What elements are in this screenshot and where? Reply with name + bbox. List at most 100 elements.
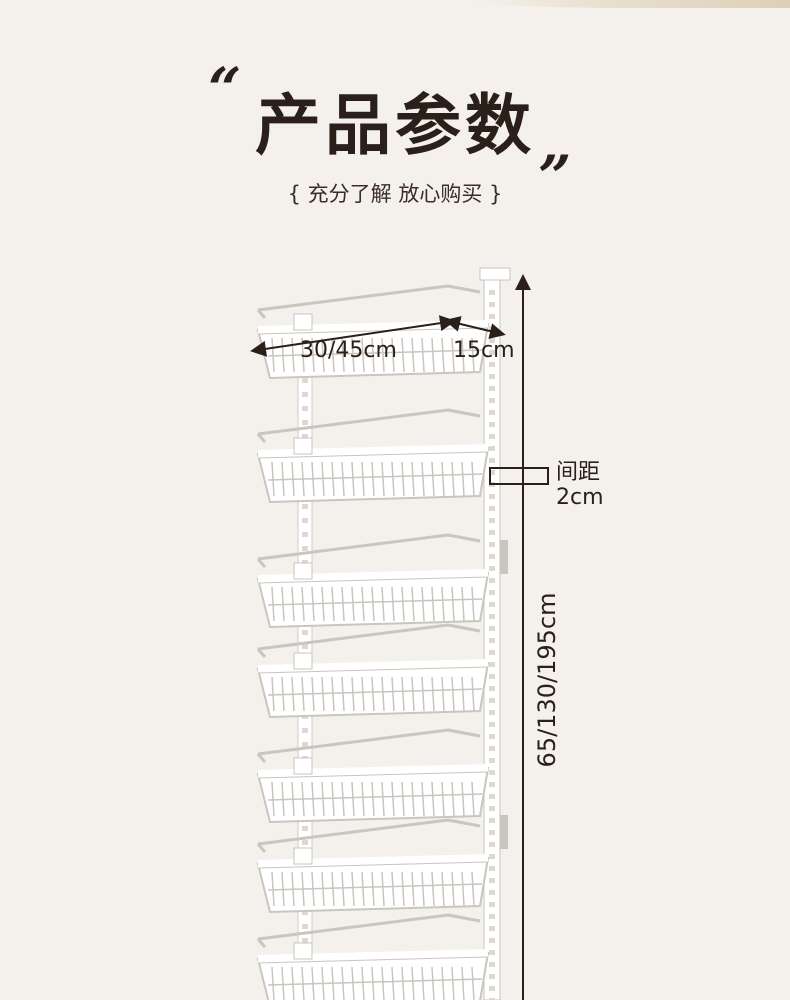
post-hole — [302, 924, 308, 929]
post-hole — [489, 350, 495, 355]
basket-wire — [431, 586, 435, 622]
post-hole — [302, 504, 308, 509]
basket-wire — [471, 461, 475, 497]
post-hole — [489, 410, 495, 415]
post-hole — [489, 338, 495, 343]
basket-wire — [267, 598, 483, 606]
basket-wire — [431, 676, 435, 712]
basket-wire — [401, 461, 405, 497]
post-hole — [489, 890, 495, 895]
basket-wire — [381, 781, 385, 817]
depth-dimension-line — [444, 316, 506, 339]
post-hole — [489, 362, 495, 367]
basket-wire — [391, 966, 395, 1000]
basket-wire — [471, 586, 475, 622]
basket-wire — [267, 793, 483, 801]
basket-rim-edge — [257, 576, 489, 584]
basket-wire — [381, 586, 385, 622]
basket-wire — [471, 676, 475, 712]
basket-wire — [381, 871, 385, 907]
basket-wire — [451, 966, 455, 1000]
post-hole — [489, 650, 495, 655]
basket-rim-edge — [257, 666, 489, 674]
post-hole — [489, 794, 495, 799]
rack-top-bracket — [479, 267, 511, 281]
basket-wire — [461, 337, 465, 373]
post-hole — [489, 878, 495, 883]
post-hole — [489, 314, 495, 319]
post-hole — [489, 674, 495, 679]
post-hole — [302, 546, 308, 551]
spacing-dimension-label: 间距 2cm — [556, 460, 604, 510]
post-hole — [489, 530, 495, 535]
basket-wire — [421, 781, 425, 817]
rack-baskets — [256, 284, 490, 1000]
post-hole — [489, 434, 495, 439]
post-hole — [489, 290, 495, 295]
basket-wire — [391, 586, 395, 622]
post-hole — [489, 986, 495, 991]
basket-wire — [381, 966, 385, 1000]
basket — [256, 284, 490, 380]
post-hole — [489, 686, 495, 691]
basket-wire — [341, 966, 345, 1000]
post-hole — [489, 710, 495, 715]
basket-wire — [401, 966, 405, 1000]
basket-wire — [361, 586, 365, 622]
basket-wire — [361, 676, 365, 712]
basket-wire — [461, 871, 465, 907]
basket-wire — [441, 586, 445, 622]
basket-wire — [431, 871, 435, 907]
basket-wire — [371, 871, 375, 907]
basket-wire — [421, 586, 425, 622]
post-hole — [489, 818, 495, 823]
post-hole — [489, 554, 495, 559]
basket-wire — [271, 676, 275, 712]
post-hole — [489, 722, 495, 727]
post-hole — [489, 854, 495, 859]
post-hole — [489, 566, 495, 571]
spacing-indicator — [489, 467, 549, 485]
basket-wire — [411, 461, 415, 497]
depth-dimension-label: 15cm — [453, 338, 515, 363]
basket-handle — [256, 284, 481, 319]
basket-wire — [451, 586, 455, 622]
basket-wire — [381, 676, 385, 712]
post-hole — [302, 840, 308, 845]
basket-wire — [451, 676, 455, 712]
basket-wire — [371, 586, 375, 622]
post-hole — [489, 506, 495, 511]
post-hole — [489, 842, 495, 847]
rack-wall-clip — [500, 815, 508, 849]
post-hole — [489, 626, 495, 631]
basket-wire — [461, 781, 465, 817]
basket-wire — [421, 966, 425, 1000]
basket-bracket — [293, 847, 313, 865]
basket-wire — [461, 586, 465, 622]
basket-wire — [461, 461, 465, 497]
post-hole — [302, 392, 308, 397]
basket-wire — [421, 871, 425, 907]
basket-wire — [351, 586, 355, 622]
post-hole — [489, 758, 495, 763]
post-hole — [302, 742, 308, 747]
page-subtitle: { 充分了解 放心购买 } — [287, 182, 503, 206]
post-hole — [302, 938, 308, 943]
post-hole — [489, 470, 495, 475]
post-hole — [489, 938, 495, 943]
basket-wire — [381, 461, 385, 497]
height-dimension-label: 65/130/195cm — [533, 592, 561, 768]
basket-wire — [411, 871, 415, 907]
post-hole — [302, 518, 308, 523]
basket-wire — [371, 966, 375, 1000]
basket — [256, 533, 490, 629]
post-hole — [489, 398, 495, 403]
basket-wire — [431, 461, 435, 497]
basket-handle — [256, 913, 481, 948]
post-hole — [489, 614, 495, 619]
post-hole — [489, 830, 495, 835]
post-hole — [489, 518, 495, 523]
post-hole — [489, 698, 495, 703]
basket-handle — [256, 408, 481, 443]
